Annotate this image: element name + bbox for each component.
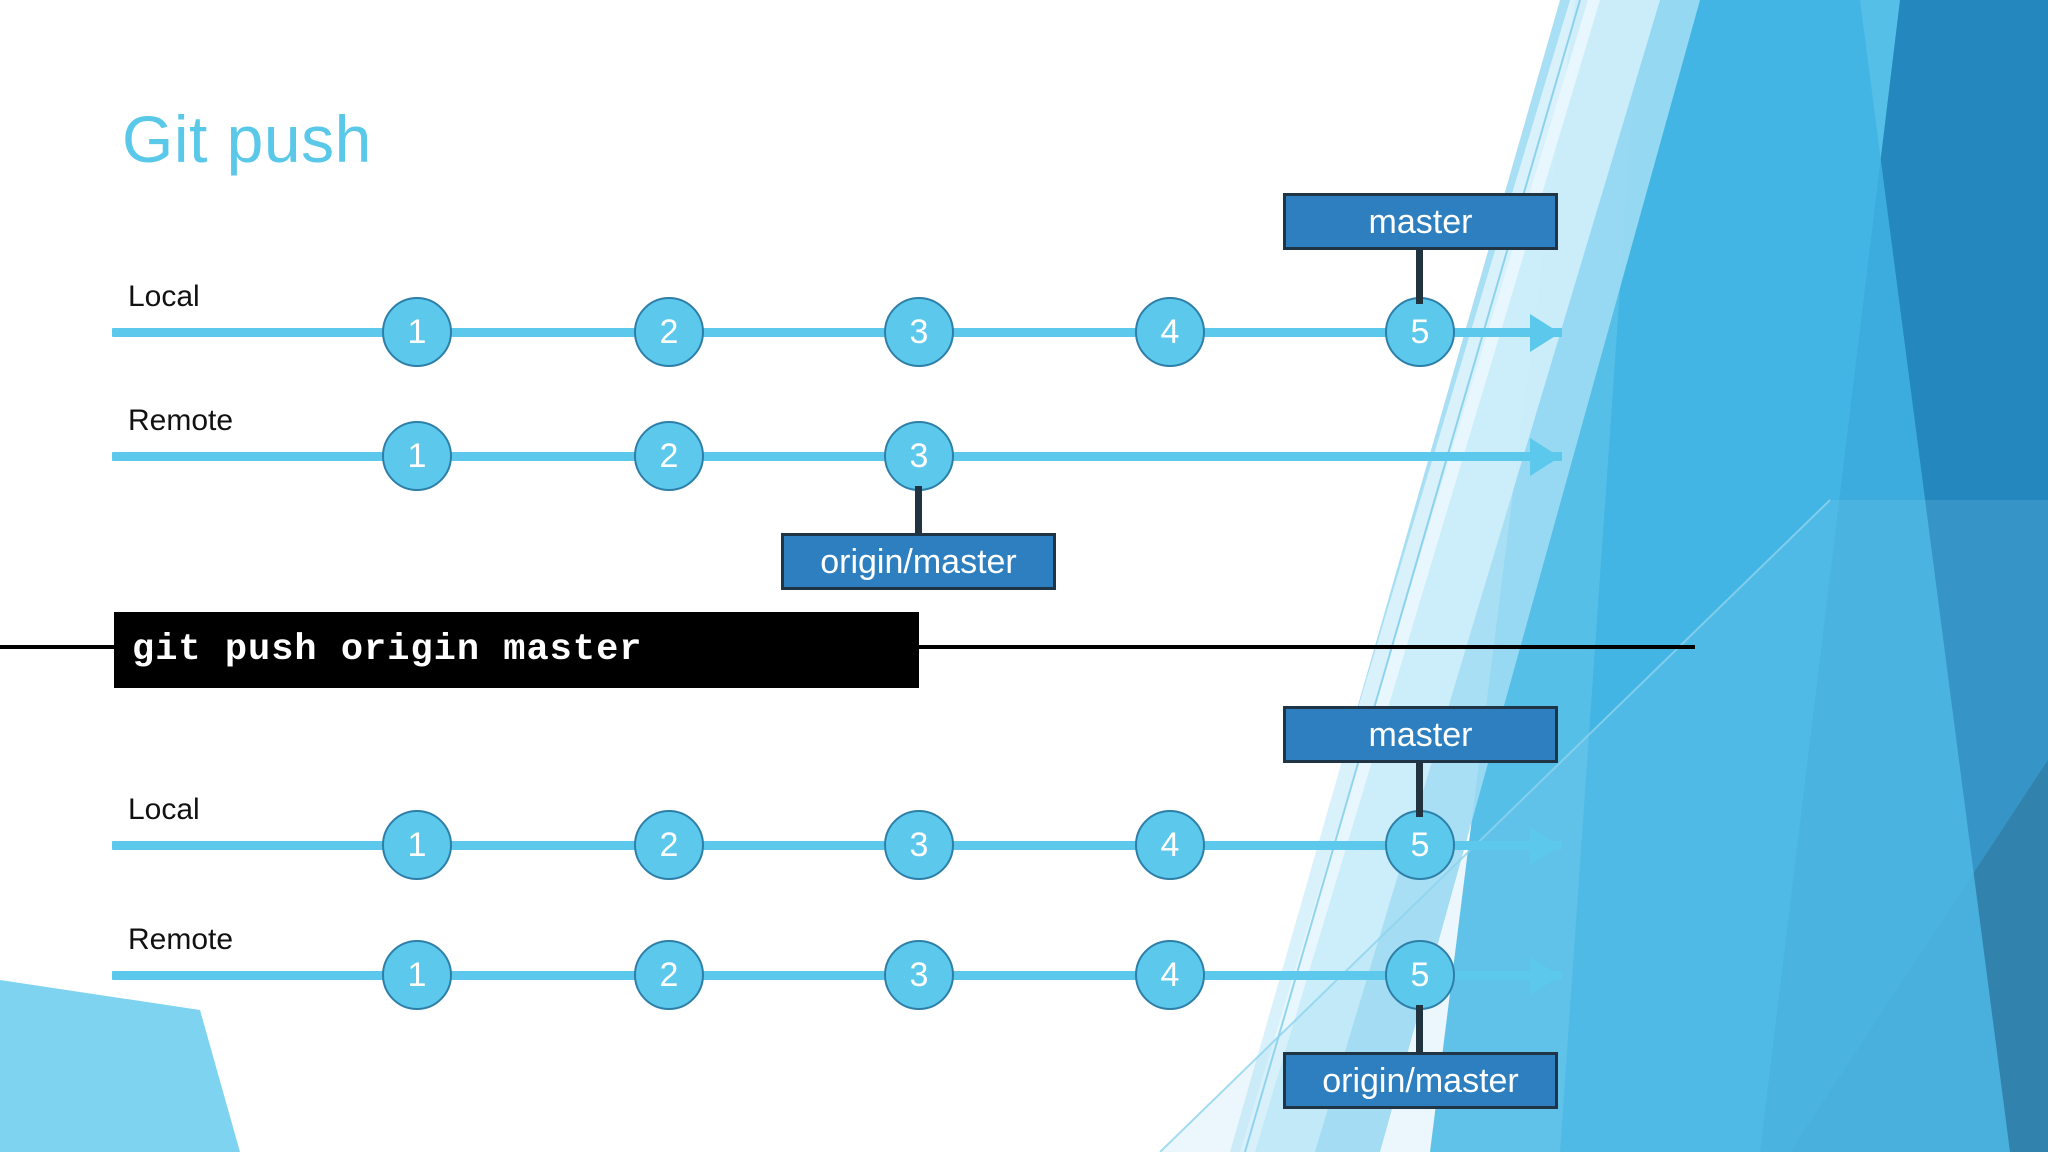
commit-node[interactable]: 4 <box>1135 810 1205 880</box>
commit-node[interactable]: 1 <box>382 297 452 367</box>
commit-node[interactable]: 3 <box>884 297 954 367</box>
commit-node[interactable]: 1 <box>382 421 452 491</box>
command-text: git push origin master <box>132 629 643 671</box>
timeline-arrow-remote-after <box>1530 957 1560 995</box>
row-label-remote-before: Remote <box>128 404 234 437</box>
branch-tag-origin-master[interactable]: origin/master <box>781 533 1056 590</box>
timeline-arrow-local-after <box>1530 827 1560 865</box>
commit-node[interactable]: 2 <box>634 297 704 367</box>
commit-node[interactable]: 4 <box>1135 940 1205 1010</box>
commit-node[interactable]: 5 <box>1385 810 1455 880</box>
tag-stem-origin-master-before <box>915 486 922 540</box>
commit-node[interactable]: 1 <box>382 810 452 880</box>
commit-node[interactable]: 2 <box>634 940 704 1010</box>
row-label-remote-after: Remote <box>128 923 234 956</box>
commit-node[interactable]: 2 <box>634 421 704 491</box>
commit-node[interactable]: 2 <box>634 810 704 880</box>
timeline-track-remote-after <box>112 971 1562 980</box>
commit-node[interactable]: 3 <box>884 940 954 1010</box>
row-label-local-before: Local <box>128 280 200 313</box>
timeline-track-local-before <box>112 328 1562 337</box>
branch-tag-origin-master[interactable]: origin/master <box>1283 1052 1558 1109</box>
row-label-local-after: Local <box>128 793 200 826</box>
timeline-track-local-after <box>112 841 1562 850</box>
commit-node[interactable]: 5 <box>1385 297 1455 367</box>
page-title: Git push <box>122 102 372 176</box>
commit-node[interactable]: 1 <box>382 940 452 1010</box>
tag-stem-master-after <box>1416 747 1423 817</box>
timeline-arrow-remote-before <box>1530 438 1560 476</box>
tag-stem-origin-master-after <box>1416 1005 1423 1059</box>
timeline-track-remote-before <box>112 452 1562 461</box>
branch-tag-master[interactable]: master <box>1283 193 1558 250</box>
tag-stem-master-before <box>1416 234 1423 304</box>
commit-node[interactable]: 3 <box>884 421 954 491</box>
commit-node[interactable]: 4 <box>1135 297 1205 367</box>
commit-node[interactable]: 3 <box>884 810 954 880</box>
commit-node[interactable]: 5 <box>1385 940 1455 1010</box>
command-box: git push origin master <box>114 612 919 688</box>
timeline-arrow-local-before <box>1530 314 1560 352</box>
branch-tag-master[interactable]: master <box>1283 706 1558 763</box>
